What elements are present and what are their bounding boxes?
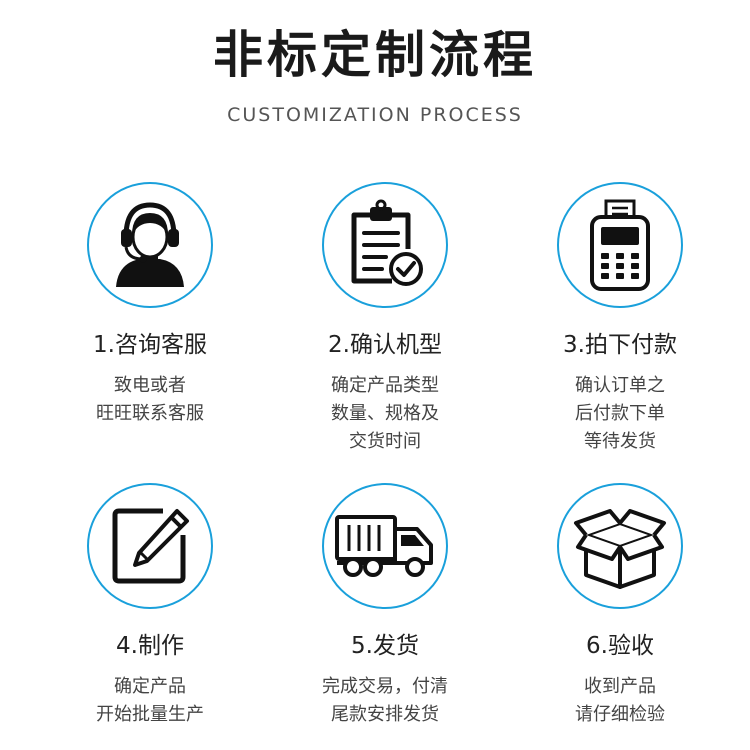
step-icon-circle <box>87 182 213 308</box>
step-title: 2.确认机型 <box>328 332 442 358</box>
step-description-line: 开始批量生产 <box>96 704 204 725</box>
step-pay: 3.拍下付款 确认订单之 后付款下单 等待发货 <box>495 182 745 456</box>
step-icon-circle <box>557 182 683 308</box>
step-description: 完成交易，付清 尾款安排发货 <box>260 673 510 729</box>
pos-terminal-icon <box>590 199 650 291</box>
step-description: 致电或者 旺旺联系客服 <box>25 372 275 428</box>
step-description-line: 旺旺联系客服 <box>96 403 204 424</box>
step-shipping: 5.发货 完成交易，付清 尾款安排发货 <box>260 483 510 729</box>
step-description-line: 后付款下单 <box>575 403 665 424</box>
step-title: 5.发货 <box>351 633 419 659</box>
clipboard-check-icon <box>351 199 423 286</box>
step-description-line: 致电或者 <box>114 375 186 396</box>
step-description: 确认订单之 后付款下单 等待发货 <box>495 372 745 456</box>
step-description-line: 尾款安排发货 <box>331 704 439 725</box>
step-production: 4.制作 确定产品 开始批量生产 <box>25 483 275 729</box>
step-description-line: 确定产品 <box>114 676 186 697</box>
step-description: 确定产品 开始批量生产 <box>25 673 275 729</box>
step-consult: 1.咨询客服 致电或者 旺旺联系客服 <box>25 182 275 428</box>
step-title: 1.咨询客服 <box>93 332 207 358</box>
step-icon-circle <box>557 483 683 609</box>
page-subtitle: CUSTOMIZATION PROCESS <box>227 104 523 126</box>
open-box-icon <box>574 509 666 589</box>
step-description-line: 收到产品 <box>584 676 656 697</box>
step-title: 6.验收 <box>586 633 654 659</box>
page-title: 非标定制流程 <box>213 26 537 84</box>
step-title: 3.拍下付款 <box>563 332 677 358</box>
step-inspection: 6.验收 收到产品 请仔细检验 <box>495 483 745 729</box>
step-description-line: 交货时间 <box>349 431 421 452</box>
headset-agent-icon <box>116 202 184 287</box>
step-description: 收到产品 请仔细检验 <box>495 673 745 729</box>
step-confirm-model: 2.确认机型 确定产品类型 数量、规格及 交货时间 <box>260 182 510 456</box>
step-title: 4.制作 <box>116 633 184 659</box>
step-description-line: 确认订单之 <box>575 375 665 396</box>
pencil-edit-icon <box>112 508 189 584</box>
step-description-line: 请仔细检验 <box>575 704 665 725</box>
step-icon-circle <box>322 182 448 308</box>
step-description-line: 确定产品类型 <box>331 375 439 396</box>
step-description-line: 数量、规格及 <box>331 403 439 424</box>
step-description-line: 完成交易，付清 <box>322 676 448 697</box>
step-description: 确定产品类型 数量、规格及 交货时间 <box>260 372 510 456</box>
step-description-line: 等待发货 <box>584 431 656 452</box>
delivery-truck-icon <box>335 515 433 577</box>
step-icon-circle <box>87 483 213 609</box>
step-icon-circle <box>322 483 448 609</box>
